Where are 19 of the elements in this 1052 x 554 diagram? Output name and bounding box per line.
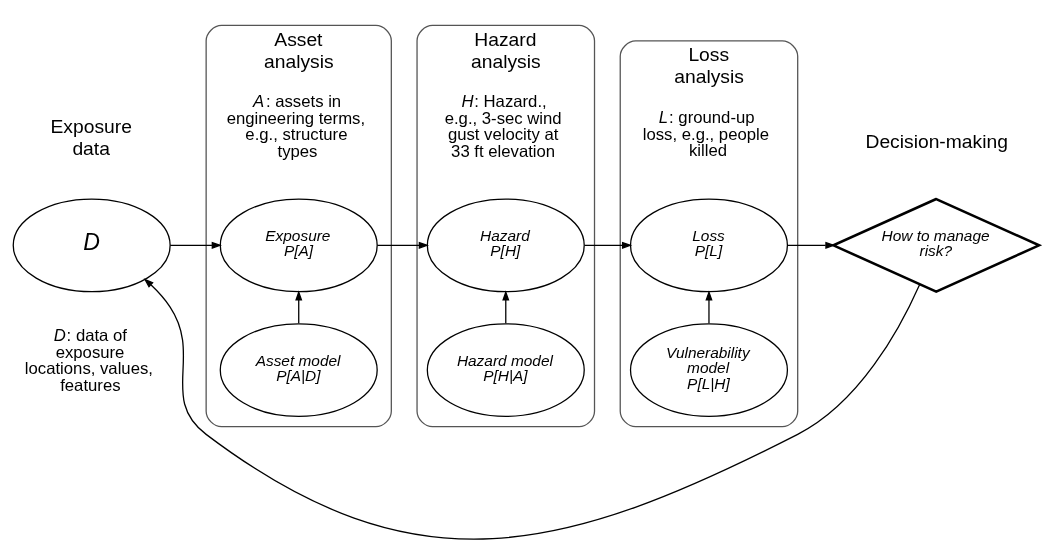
arrow: [295, 289, 303, 324]
arrow: [143, 277, 921, 539]
node-ellipse: Loss P[L]: [629, 197, 789, 292]
arrow: [583, 241, 633, 249]
node-ellipse: Vulnerability model P[L|H]: [629, 322, 789, 417]
node-ellipse: Hazard P[H]: [426, 197, 585, 292]
arrow: [502, 289, 510, 324]
node-label: D: data of exposure locations, values, features: [24, 325, 153, 395]
label: Decision-making: [865, 130, 1008, 152]
arrow: [786, 241, 836, 249]
node-ellipse: Exposure P[A]: [219, 197, 378, 292]
node-ellipse: Hazard model P[H|A]: [426, 322, 585, 417]
node-diamond: How to manage risk?: [830, 197, 1043, 293]
arrow: [705, 289, 713, 324]
arrow: [376, 241, 430, 249]
node-ellipse: D: [12, 197, 171, 292]
node-ellipse: Asset model P[A|D]: [219, 322, 378, 417]
label: Exposure data: [50, 115, 132, 159]
arrow: [169, 241, 222, 249]
